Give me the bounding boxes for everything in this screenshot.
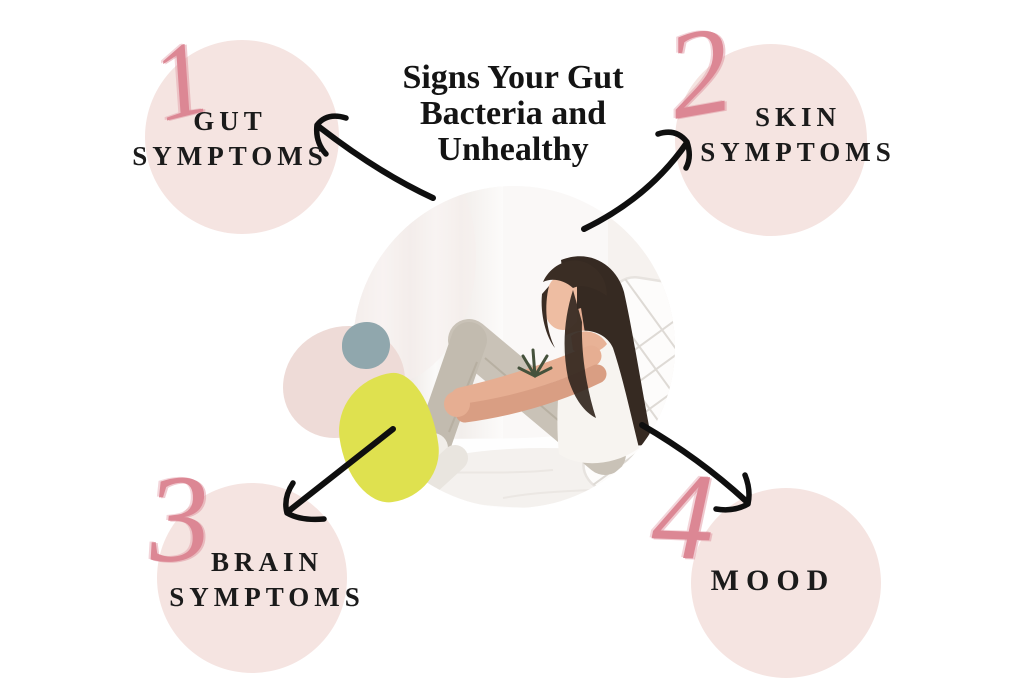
photo-plant — [517, 348, 553, 378]
page-title-line3: Unhealthy — [437, 131, 589, 169]
page-title: Signs Your Gut Bacteria and Unhealthy — [360, 59, 666, 169]
topic-label-brain-line1: BRAIN — [210, 547, 323, 577]
topic-label-gut: GUT SYMPTOMS — [100, 104, 360, 173]
topic-label-skin-line2: SYMPTOMS — [700, 136, 896, 167]
page-title-line1: Signs Your Gut — [402, 59, 624, 96]
topic-circle-mood — [691, 488, 881, 678]
topic-label-gut-line2: SYMPTOMS — [132, 140, 328, 171]
topic-label-skin: SKIN SYMPTOMS — [668, 100, 928, 169]
topic-circle-skin — [675, 44, 867, 236]
topic-label-skin-line1: SKIN — [754, 102, 842, 132]
decor-blob-blue — [342, 322, 390, 369]
topic-label-brain-line2: SYMPTOMS — [169, 581, 365, 612]
page-title-line2: Bacteria and — [419, 95, 607, 133]
topic-label-mood: MOOD — [643, 562, 903, 600]
number-4: 4 — [649, 446, 717, 587]
topic-label-gut-line1: GUT — [193, 106, 267, 136]
topic-circle-gut — [145, 40, 339, 234]
topic-label-brain: BRAIN SYMPTOMS — [137, 545, 397, 614]
topic-label-mood-line1: MOOD — [710, 564, 836, 597]
